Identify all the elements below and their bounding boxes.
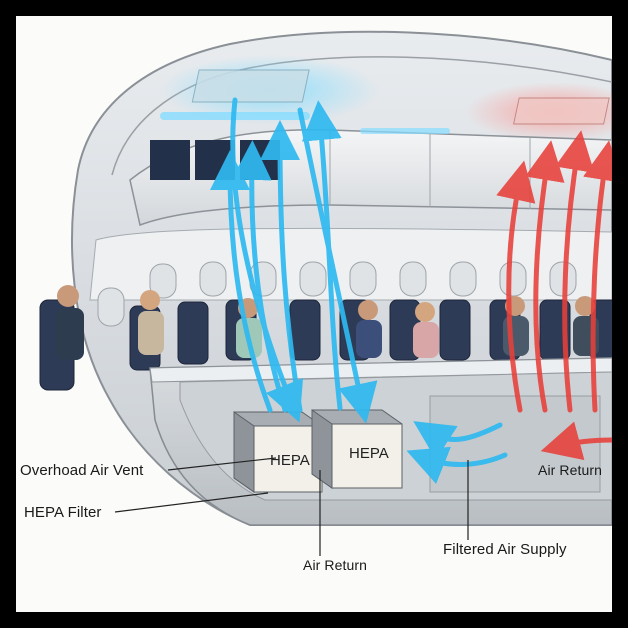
warm-airflow-arrows (496, 130, 612, 461)
ceiling-vent-right (513, 97, 610, 125)
hepa-filter-box-2 (311, 409, 403, 489)
cool-airflow-arrows (210, 97, 508, 484)
air-return-right-label: Air Return (538, 462, 603, 478)
air-return-bottom-label: Air Return (303, 557, 368, 573)
hepa-filter-label: HEPA Filter (24, 504, 102, 521)
hepa-filter-label-1: HEPA (270, 452, 310, 469)
overhead-air-vent-label: Overhoad Air Vent (20, 462, 144, 479)
hepa-filter-label-2: HEPA (349, 445, 389, 462)
hepa-filter-box-1 (233, 411, 323, 493)
leader-lines (114, 457, 469, 556)
filtered-air-supply-label: Filtered Air Supply (443, 541, 567, 558)
ceiling-vent-left (191, 69, 310, 103)
